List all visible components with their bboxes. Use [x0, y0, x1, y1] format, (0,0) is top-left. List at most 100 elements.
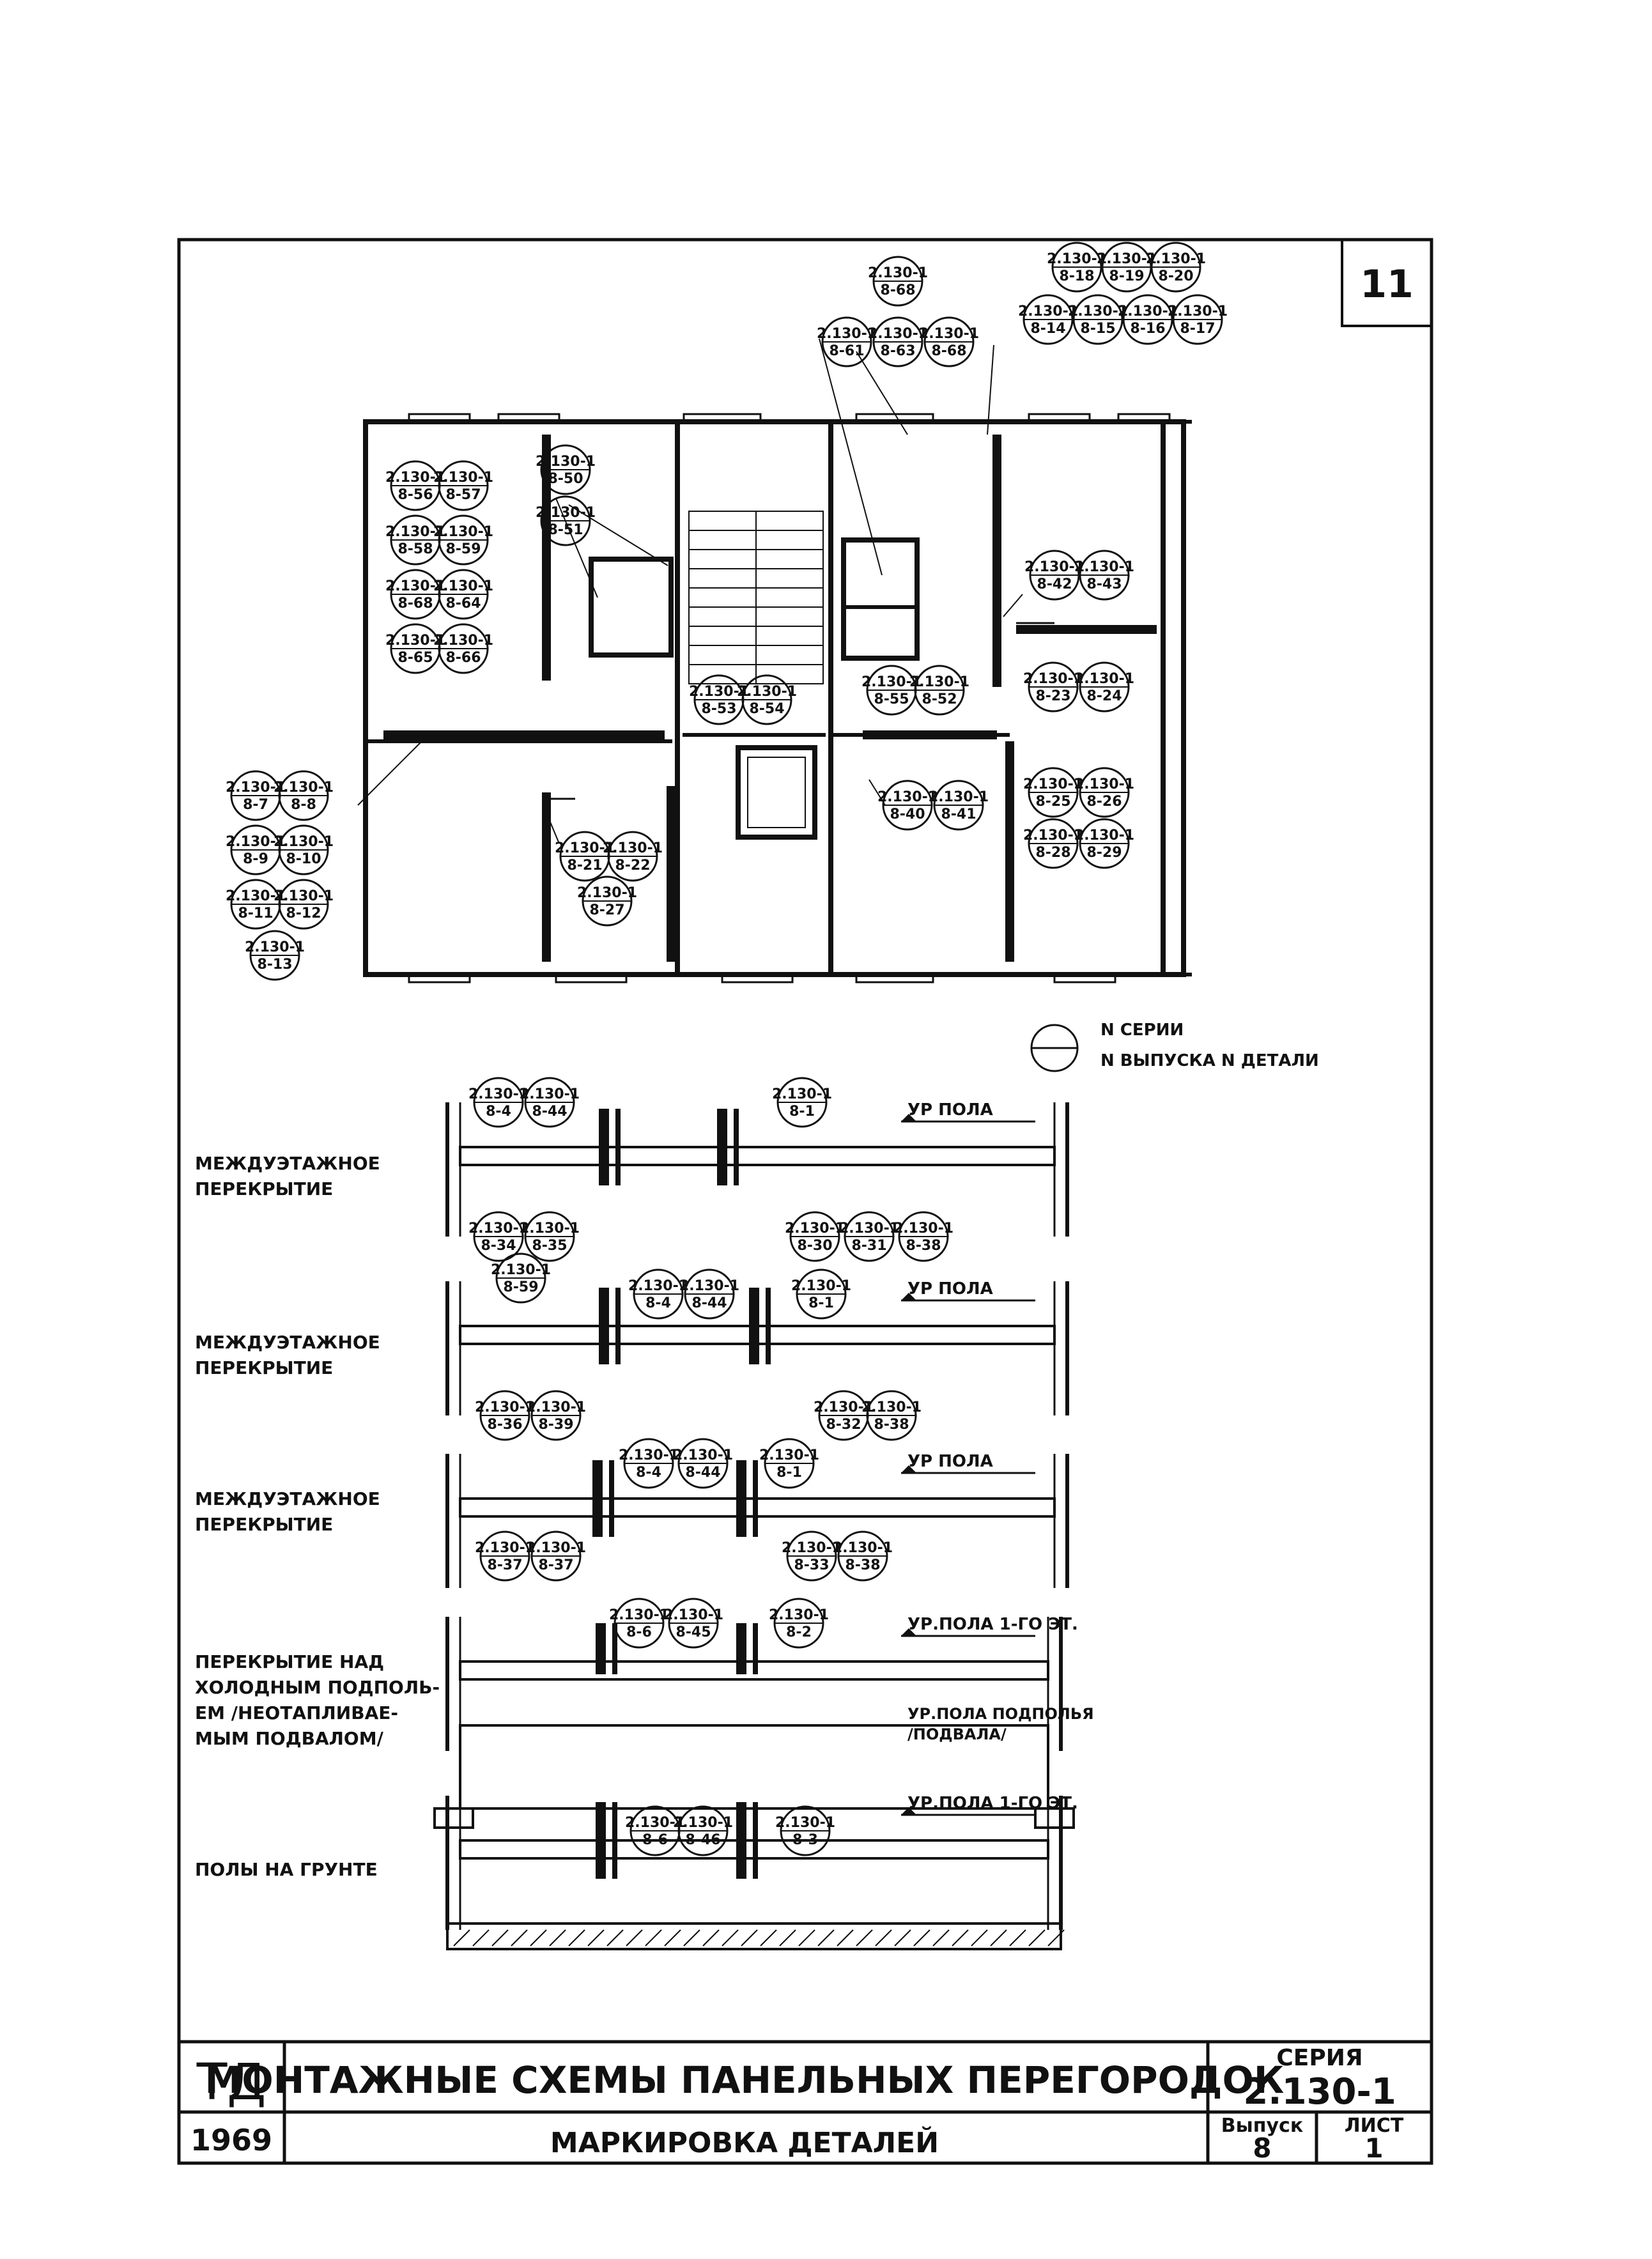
plan-bubble: 2.130-18-58 — [385, 514, 445, 566]
section-bubble: 2.130-18-46 — [673, 1805, 733, 1856]
section-bubble: 2.130-18-4 — [628, 1268, 688, 1320]
plan-bubble: 2.130-18-22 — [603, 831, 663, 882]
bubble-detail: 8-39 — [538, 1417, 573, 1433]
bubble-detail: 8-59 — [503, 1279, 538, 1295]
bubble-series: 2.130-1 — [1168, 304, 1228, 320]
bubble-detail: 8-18 — [1059, 268, 1094, 284]
bubble-series: 2.130-1 — [555, 840, 615, 856]
bubble-series: 2.130-1 — [536, 505, 596, 521]
section-bubble: 2.130-18-44 — [679, 1268, 739, 1320]
plan-bubble: 2.130-18-27 — [577, 875, 637, 927]
section-bubble: 2.130-18-34 — [468, 1211, 529, 1262]
bubble-detail: 8-40 — [890, 806, 925, 822]
section-bubble: 2.130-18-32 — [814, 1390, 874, 1441]
bubble-detail: 8-68 — [398, 596, 433, 612]
level-label: УР ПОЛА — [907, 1100, 993, 1120]
plan-bubble: 2.130-18-20 — [1146, 242, 1206, 293]
level-label: УР ПОЛА — [907, 1279, 993, 1299]
bubble-detail: 8-22 — [615, 858, 650, 874]
bubble-detail: 8-6 — [642, 1832, 668, 1848]
bubble-series: 2.130-1 — [817, 326, 877, 342]
bubble-series: 2.130-1 — [1118, 304, 1178, 320]
bubble-detail: 8-20 — [1158, 268, 1193, 284]
bubble-series: 2.130-1 — [689, 684, 749, 700]
bubble-series: 2.130-1 — [520, 1086, 580, 1102]
bubble-detail: 8-32 — [826, 1417, 861, 1433]
level2-label: /ПОДВАЛА/ — [907, 1725, 1007, 1743]
bubble-detail: 8-51 — [548, 522, 583, 538]
bubble-detail: 8-10 — [286, 851, 321, 867]
section-bubble: 2.130-18-1 — [772, 1077, 832, 1128]
section-label: МЕЖДУЭТАЖНОЕ — [195, 1153, 380, 1174]
plan-bubble: 2.130-18-40 — [877, 780, 938, 831]
plan-bubble: 2.130-18-25 — [1023, 767, 1083, 818]
bubble-detail: 8-16 — [1130, 321, 1165, 337]
plan-bubble: 2.130-18-41 — [929, 780, 989, 831]
bubble-detail: 8-68 — [880, 282, 915, 298]
plan-bubble: 2.130-18-19 — [1097, 242, 1157, 293]
level2-label: УР.ПОЛА ПОДПОЛЬЯ — [907, 1705, 1094, 1723]
section-bubble: 2.130-18-44 — [520, 1077, 580, 1128]
bubble-series: 2.130-1 — [433, 524, 493, 540]
bubble-series: 2.130-1 — [737, 684, 797, 700]
section-label: МЕЖДУЭТАЖНОЕ — [195, 1488, 380, 1509]
section-bubble: 2.130-18-38 — [861, 1390, 922, 1441]
bubble-detail: 8-33 — [794, 1557, 829, 1573]
bubble-detail: 8-64 — [445, 596, 481, 612]
bubble-series: 2.130-1 — [919, 326, 979, 342]
bubble-series: 2.130-1 — [475, 1540, 535, 1556]
section-bubble: 2.130-18-59 — [491, 1253, 551, 1304]
issue-value: 8 — [1253, 2132, 1271, 2164]
section-bubble: 2.130-18-37 — [475, 1530, 535, 1582]
plan-outer-wall — [363, 419, 1186, 977]
bubble-series: 2.130-1 — [226, 780, 286, 796]
bubble-series: 2.130-1 — [673, 1447, 733, 1463]
plan-bubble: 2.130-18-59 — [433, 514, 493, 566]
section-bubble: 2.130-18-30 — [785, 1211, 845, 1262]
section-bubble: 2.130-18-2 — [769, 1598, 829, 1649]
plan-bubble: 2.130-18-68 — [385, 569, 445, 620]
plan-bubble: 2.130-18-16 — [1118, 294, 1178, 345]
bubble-series: 2.130-1 — [1074, 671, 1134, 687]
section-label: ПЕРЕКРЫТИЕ — [195, 1357, 333, 1378]
bubble-detail: 8-68 — [931, 343, 966, 359]
bubble-series: 2.130-1 — [433, 470, 493, 486]
plan-bubble: 2.130-18-55 — [861, 665, 922, 716]
bubble-detail: 8-52 — [922, 691, 957, 707]
plan-marking-bubbles: 2.130-18-682.130-18-182.130-18-192.130-1… — [226, 242, 1228, 981]
bubble-detail: 8-58 — [398, 541, 433, 557]
bubble-series: 2.130-1 — [385, 524, 445, 540]
bubble-series: 2.130-1 — [526, 1399, 586, 1415]
bubble-series: 2.130-1 — [861, 1399, 922, 1415]
plan-bubble: 2.130-18-56 — [385, 460, 445, 511]
bubble-series: 2.130-1 — [775, 1815, 835, 1831]
bubble-detail: 8-36 — [487, 1417, 522, 1433]
plan-bubble: 2.130-18-17 — [1168, 294, 1228, 345]
section-label: ЕМ /НЕОТАПЛИВАЕ- — [195, 1702, 398, 1723]
bubble-series: 2.130-1 — [759, 1447, 819, 1463]
plan-bubble: 2.130-18-13 — [245, 930, 305, 981]
section-bubble: 2.130-18-3 — [775, 1805, 835, 1856]
bubble-detail: 8-15 — [1080, 321, 1115, 337]
section-bubble: 2.130-18-33 — [782, 1530, 842, 1582]
plan-bubble: 2.130-18-65 — [385, 623, 445, 674]
section-bubble: 2.130-18-36 — [475, 1390, 535, 1441]
bubble-detail: 8-28 — [1035, 845, 1070, 861]
section-label: ПОЛЫ НА ГРУНТЕ — [195, 1859, 378, 1880]
bubble-detail: 8-63 — [880, 343, 915, 359]
plan-bubble: 2.130-18-52 — [909, 665, 969, 716]
section-label: МЕЖДУЭТАЖНОЕ — [195, 1332, 380, 1353]
bubble-detail: 8-50 — [548, 471, 583, 487]
plan-bubble: 2.130-18-9 — [226, 824, 286, 875]
bubble-detail: 8-35 — [532, 1238, 567, 1254]
bubble-detail: 8-19 — [1109, 268, 1144, 284]
bubble-series: 2.130-1 — [226, 834, 286, 850]
title-block-subtitle: МАРКИРОВКА ДЕТАЛЕЙ — [550, 2125, 939, 2159]
plan-bubble: 2.130-18-61 — [817, 316, 877, 367]
bubble-series: 2.130-1 — [385, 633, 445, 649]
legend-line1: N СЕРИИ — [1100, 1021, 1184, 1040]
bubble-series: 2.130-1 — [385, 470, 445, 486]
bubble-detail: 8-30 — [797, 1238, 832, 1254]
bubble-detail: 8-43 — [1086, 576, 1122, 592]
bubble-series: 2.130-1 — [929, 789, 989, 805]
